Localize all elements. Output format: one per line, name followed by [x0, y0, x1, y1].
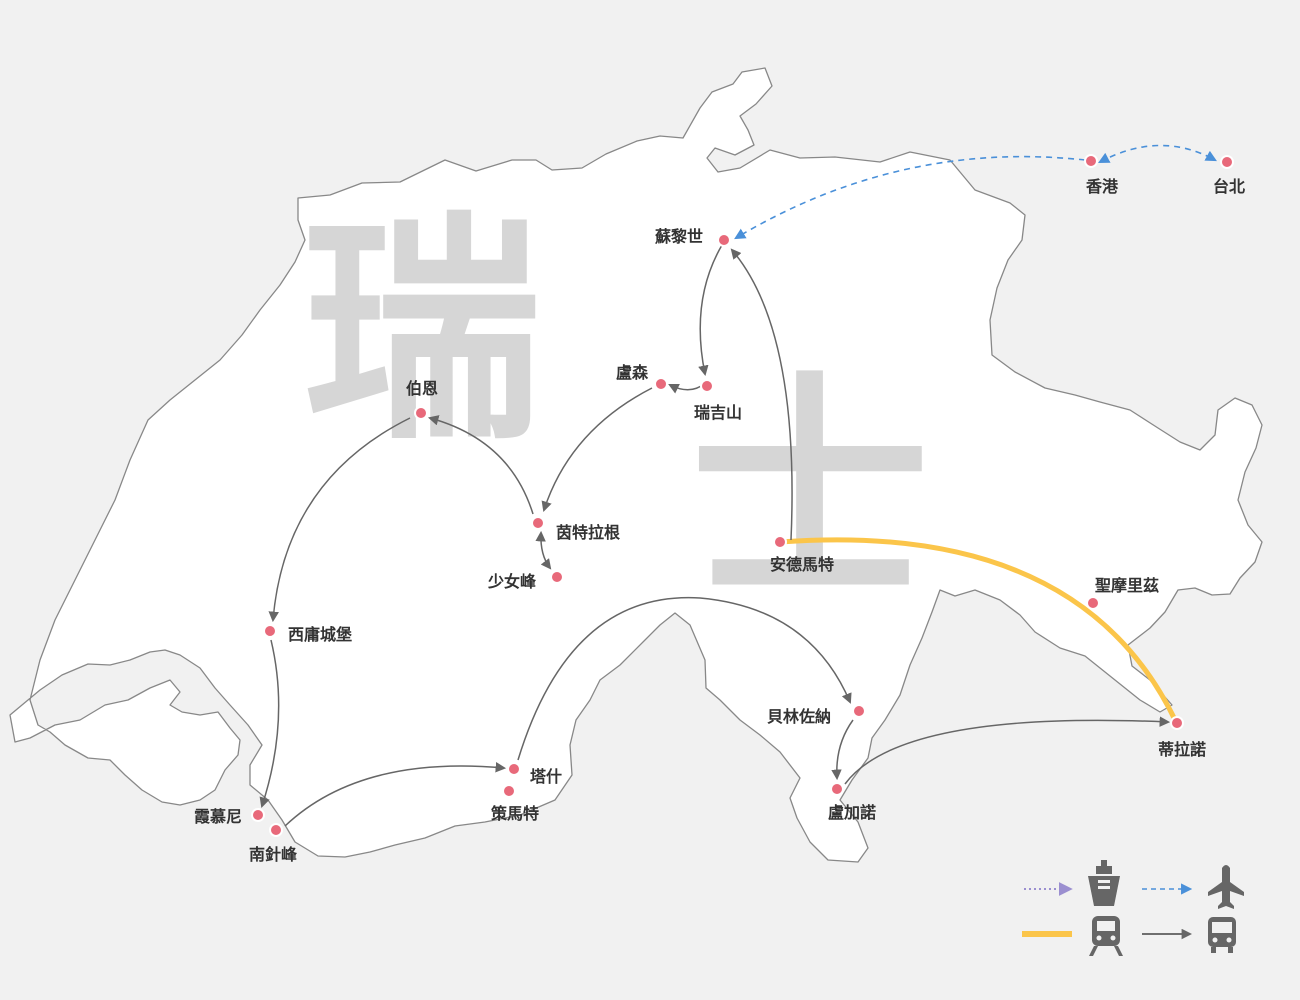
city-dot-andermatt [773, 535, 787, 549]
city-label-lucerne: 盧森 [616, 363, 649, 382]
city-label-rigi: 瑞吉山 [694, 403, 742, 422]
city-label-chillon: 西庸城堡 [288, 625, 352, 644]
city-label-tirano: 蒂拉諾 [1158, 740, 1206, 759]
city-dot-chillon [263, 624, 277, 638]
city-label-chamonix: 霞慕尼 [194, 807, 242, 826]
flight-route-hongkong-zurich [734, 155, 1086, 240]
route-aiguille-tasch [284, 762, 507, 827]
city-dot-bellinzona [852, 704, 866, 718]
city-label-hongkong: 香港 [1085, 177, 1119, 196]
city-dot-zurich [717, 233, 731, 247]
flight-route-taipei-hongkong [1098, 144, 1217, 164]
city-dot-stmoritz [1086, 596, 1100, 610]
legend [1022, 860, 1244, 956]
route-tasch-bellinzona [517, 596, 852, 761]
city-label-taipei: 台北 [1213, 177, 1245, 196]
route-bern-chillon [268, 417, 411, 623]
city-dot-lucerne [654, 377, 668, 391]
country-char-1: 瑞 [302, 192, 542, 472]
route-chillon-chamonix [259, 639, 280, 808]
city-label-zermatt: 策馬特 [490, 804, 539, 823]
country-char-2: 士 [690, 352, 930, 632]
city-label-andermatt: 安德馬特 [770, 555, 834, 574]
city-label-aiguille: 南針峰 [249, 845, 298, 864]
city-label-bern: 伯恩 [406, 379, 438, 398]
bus-icon [1208, 917, 1236, 953]
switzerland-outline [9, 67, 1263, 863]
plane-icon [1208, 865, 1244, 909]
city-dot-tirano [1170, 716, 1184, 730]
route-lucerne-interlaken [541, 387, 653, 512]
city-dot-aiguille [269, 823, 283, 837]
city-dot-tasch [507, 762, 521, 776]
city-label-jungfrau: 少女峰 [487, 572, 537, 591]
city-label-stmoritz: 聖摩里茲 [1095, 576, 1159, 595]
city-label-interlaken: 茵特拉根 [556, 523, 620, 542]
city-dot-zermatt [502, 784, 516, 798]
route-locarno-tirano [844, 716, 1171, 785]
city-dot-rigi [700, 379, 714, 393]
city-dot-locarno [830, 782, 844, 796]
city-label-zurich: 蘇黎世 [654, 227, 703, 246]
city-dot-jungfrau [550, 570, 564, 584]
city-dot-taipei [1220, 155, 1234, 169]
train-route-andermatt-tirano [777, 537, 1179, 725]
city-label-tasch: 塔什 [530, 767, 562, 786]
route-zurich-rigi [698, 244, 723, 377]
city-label-bellinzona: 貝林佐納 [767, 707, 831, 726]
city-dot-interlaken [531, 516, 545, 530]
route-andermatt-zurich [730, 248, 793, 541]
city-dot-hongkong [1084, 154, 1098, 168]
route-bellinzona-locarno [831, 719, 854, 781]
route-jungfrau-interlaken [535, 530, 552, 570]
city-dot-chamonix [251, 808, 265, 822]
route-interlaken-bern [427, 415, 534, 515]
train-icon [1089, 916, 1123, 956]
ship-icon [1088, 860, 1120, 906]
city-label-locarno: 盧加諾 [828, 803, 876, 822]
city-dot-bern [414, 406, 428, 420]
